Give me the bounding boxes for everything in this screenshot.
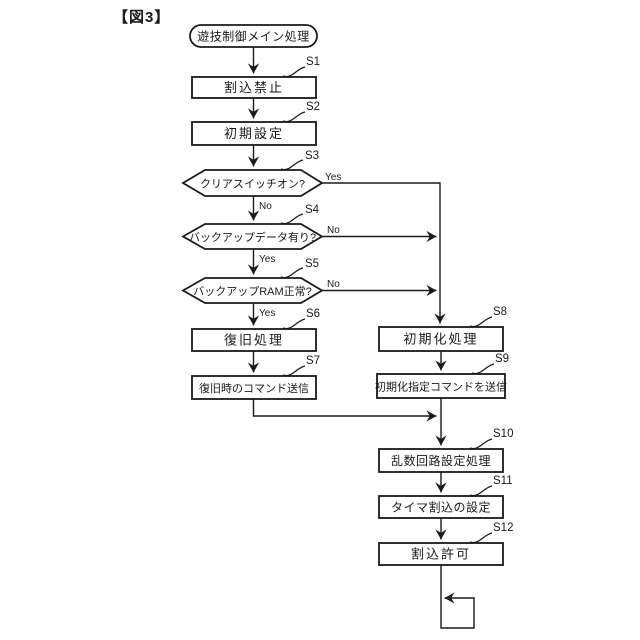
node-s10-label: 乱数回路設定処理 <box>391 453 491 468</box>
step-tag-s5: S5 <box>280 258 319 279</box>
step-number-s12: S12 <box>493 522 513 534</box>
step-number-s9: S9 <box>495 353 509 365</box>
leader-line-s1 <box>282 66 306 78</box>
step-tag-s4: S4 <box>280 204 320 225</box>
process-shape-s10 <box>378 448 504 473</box>
node-s5-label: バックアップRAM正常? <box>193 285 312 298</box>
leader-line-s2 <box>282 111 306 123</box>
step-number-s1: S1 <box>306 56 320 68</box>
node-s1-label: 割込禁止 <box>224 80 284 95</box>
leader-line-s11 <box>469 485 493 497</box>
edge-s7-to-merge <box>252 399 437 422</box>
figure-title: 【図3】 <box>113 8 170 26</box>
step-tag-s6: S6 <box>282 308 320 330</box>
step-tag-s1: S1 <box>282 56 320 78</box>
step-tag-s10: S10 <box>469 428 513 450</box>
step-tag-s12: S12 <box>469 522 513 544</box>
step-number-s8: S8 <box>493 306 507 318</box>
process-shape-s11 <box>378 495 504 519</box>
node-s10: 乱数回路設定処理 <box>378 448 504 473</box>
branch-label-s3-yes: Yes <box>325 172 341 183</box>
process-shape-s9 <box>376 373 506 399</box>
leader-line-s8 <box>469 316 493 328</box>
node-s9-label: 初期化指定コマンドを送信 <box>375 380 507 394</box>
node-s5: バックアップRAM正常? <box>181 277 324 304</box>
branch-label-s4-no: No <box>327 225 340 236</box>
decision-shape-s3 <box>181 169 324 197</box>
node-s4: バックアップデータ有り? <box>181 223 324 250</box>
process-shape-s8 <box>378 326 504 352</box>
step-number-s2: S2 <box>306 101 320 113</box>
branch-label-s4-yes: Yes <box>259 254 275 265</box>
step-number-s5: S5 <box>305 258 319 270</box>
step-number-s11: S11 <box>493 475 513 487</box>
node-s6: 復旧処理 <box>191 328 317 352</box>
node-s12-label: 割込許可 <box>411 547 471 562</box>
node-s7: 復旧時のコマンド送信 <box>191 375 317 400</box>
step-tag-s7: S7 <box>282 355 320 377</box>
process-shape-s6 <box>191 328 317 352</box>
leader-line-s12 <box>469 532 493 544</box>
node-s11-label: タイマ割込の設定 <box>391 500 491 515</box>
node-s6-label: 復旧処理 <box>224 333 284 348</box>
decision-shape-s4 <box>181 223 324 250</box>
step-tag-s2: S2 <box>282 101 320 123</box>
leader-line-s7 <box>282 365 306 377</box>
node-s8-label: 初期化処理 <box>403 332 478 347</box>
step-tag-s3: S3 <box>280 150 319 171</box>
leader-line-s5 <box>280 267 304 279</box>
step-number-s4: S4 <box>305 204 320 216</box>
process-shape-s12 <box>378 542 504 566</box>
leader-line-s4 <box>280 213 304 225</box>
edge-s3-yes-to-s8 <box>322 182 446 324</box>
terminal-shape <box>189 24 318 48</box>
branch-label-s5-yes: Yes <box>259 308 275 319</box>
leader-line-s10 <box>469 438 493 450</box>
node-s1: 割込禁止 <box>191 76 317 99</box>
step-tag-s11: S11 <box>469 475 513 497</box>
node-start-label: 遊技制御メイン処理 <box>197 29 310 44</box>
node-s8: 初期化処理 <box>378 326 504 352</box>
node-start-terminal: 遊技制御メイン処理 <box>189 24 318 48</box>
node-s12: 割込許可 <box>378 542 504 566</box>
branch-label-s3-no: No <box>259 201 272 212</box>
node-s3-label: クリアスイッチオン? <box>200 178 305 191</box>
node-s4-label: バックアップデータ有り? <box>189 230 316 244</box>
node-s11: タイマ割込の設定 <box>378 495 504 519</box>
process-shape-s7 <box>191 375 317 400</box>
process-shape-s1 <box>191 76 317 99</box>
node-s7-label: 復旧時のコマンド送信 <box>199 381 309 395</box>
node-s2-label: 初期設定 <box>224 126 284 141</box>
step-tag-s8: S8 <box>469 306 507 328</box>
decision-shape-s5 <box>181 277 324 304</box>
step-number-s7: S7 <box>306 355 320 367</box>
node-s3: クリアスイッチオン? <box>181 169 324 197</box>
step-number-s3: S3 <box>305 150 319 162</box>
step-tag-s9: S9 <box>471 353 509 375</box>
node-s2: 初期設定 <box>191 121 317 146</box>
leader-line-s9 <box>471 363 495 375</box>
branch-label-s5-no: No <box>327 279 340 290</box>
node-s9: 初期化指定コマンドを送信 <box>375 373 507 399</box>
leader-line-s6 <box>282 318 306 330</box>
edge-s12-endless-loop <box>440 565 475 629</box>
process-shape-s2 <box>191 121 317 146</box>
step-number-s10: S10 <box>493 428 513 440</box>
step-number-s6: S6 <box>306 308 320 320</box>
leader-line-s3 <box>280 159 304 171</box>
